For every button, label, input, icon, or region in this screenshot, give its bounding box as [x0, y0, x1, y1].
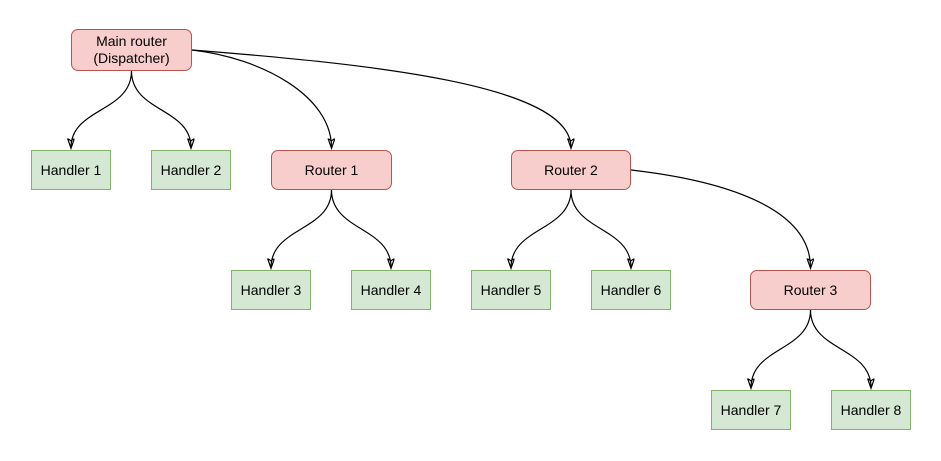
edge-main-router-to-handler-1: [71, 70, 133, 148]
edge-main-router-to-router-1: [191, 49, 332, 148]
edge-router-1-to-handler-4: [330, 189, 392, 268]
edge-router-3-to-handler-8: [809, 309, 872, 388]
node-handler-2: Handler 2: [151, 150, 231, 190]
edge-router-2-to-router-3: [630, 169, 811, 268]
node-handler-8: Handler 8: [831, 390, 911, 430]
node-handler-3: Handler 3: [231, 270, 311, 310]
node-router-1: Router 1: [271, 150, 392, 190]
edge-router-2-to-handler-6: [570, 189, 631, 268]
node-handler-7: Handler 7: [711, 390, 791, 430]
node-handler-4: Handler 4: [351, 270, 431, 310]
edge-router-3-to-handler-7: [751, 309, 812, 388]
node-handler-6: Handler 6: [591, 270, 671, 310]
node-main-router: Main router (Dispatcher): [71, 29, 192, 71]
node-handler-1: Handler 1: [31, 150, 111, 190]
edge-router-2-to-handler-5: [511, 189, 572, 268]
edge-main-router-to-handler-2: [130, 70, 192, 148]
node-handler-5: Handler 5: [471, 270, 551, 310]
edge-main-router-to-router-2: [191, 49, 571, 148]
edge-router-1-to-handler-3: [271, 189, 333, 268]
node-router-2: Router 2: [511, 150, 631, 190]
node-router-3: Router 3: [750, 270, 871, 310]
